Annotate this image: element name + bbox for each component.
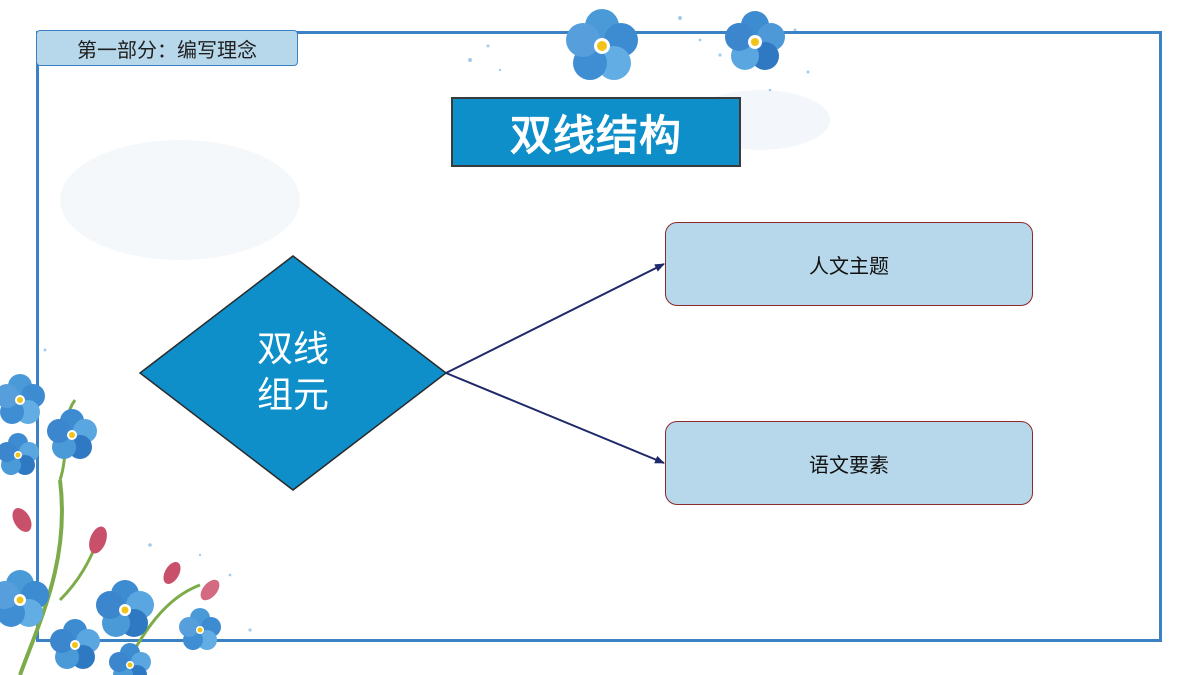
section-tab: 第一部分：编写理念	[36, 30, 298, 66]
slide-title-text: 双线结构	[509, 110, 682, 160]
branch-node-label: 人文主题	[809, 253, 889, 278]
branch-node-language-elements: 语文要素	[665, 421, 1033, 505]
forget-me-not-flower-icon	[179, 608, 221, 650]
branch-node-label: 语文要素	[809, 452, 889, 477]
section-tab-label: 第一部分：编写理念	[77, 37, 257, 62]
forget-me-not-flower-icon	[50, 619, 100, 669]
forget-me-not-flower-icon	[47, 409, 97, 459]
forget-me-not-flower-icon	[109, 643, 151, 675]
branch-node-humanistic-theme: 人文主题	[665, 222, 1033, 306]
forget-me-not-flower-icon	[0, 433, 39, 475]
arrow-to-bottom-node	[445, 372, 665, 464]
slide-title: 双线结构	[451, 97, 741, 167]
center-node-line-1: 双线	[256, 329, 329, 370]
forget-me-not-flower-icon	[0, 374, 45, 424]
center-node-line-2: 组元	[256, 375, 329, 416]
center-node-label: 双线 组元	[232, 327, 354, 419]
forget-me-not-flower-icon	[566, 9, 638, 80]
arrow-to-top-node	[445, 263, 665, 374]
center-diamond	[138, 255, 448, 491]
forget-me-not-flower-icon	[725, 11, 785, 70]
forget-me-not-flower-icon	[96, 580, 154, 637]
forget-me-not-flower-icon	[0, 570, 49, 627]
